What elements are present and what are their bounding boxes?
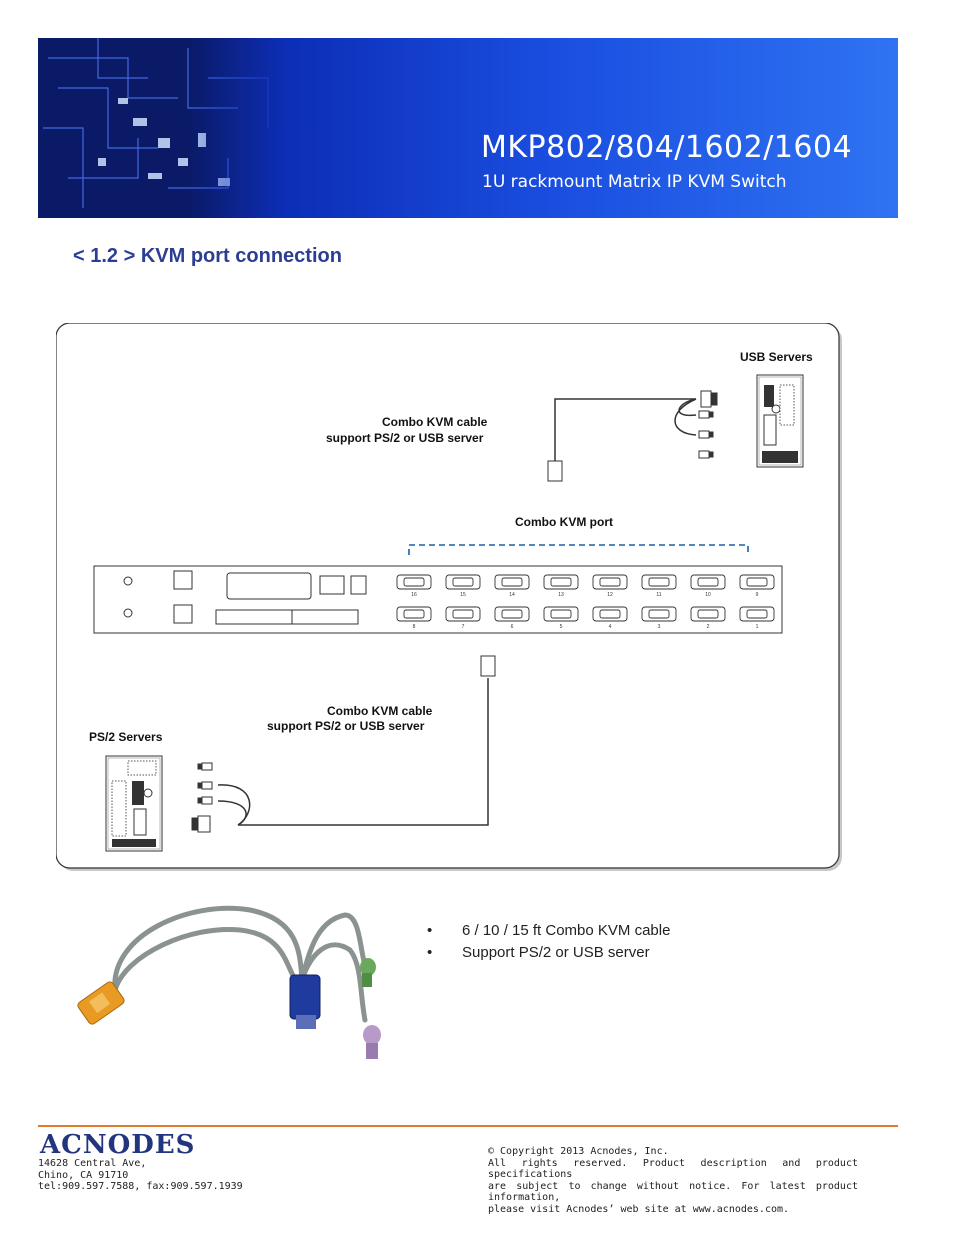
- combo-kvm-port-label: Combo KVM port: [515, 515, 613, 529]
- kvm-port-pins: [697, 577, 719, 587]
- kvm-switch-rear-panel: 16 15 14 13 12 11 10 9 8 7 6 5 4 3 2 1: [93, 565, 783, 634]
- product-title: MKP802/804/1602/1604: [481, 130, 853, 165]
- copyright-line: © Copyright 2013 Acnodes, Inc.: [488, 1146, 669, 1157]
- port-number-label: 12: [607, 592, 613, 598]
- ps2-servers-label: PS/2 Servers: [89, 730, 163, 744]
- kvm-port-pins: [648, 609, 670, 619]
- copyright-line: please visit Acnodes’ web site at www.ac…: [488, 1203, 790, 1215]
- header-banner: MKP802/804/1602/1604 1U rackmount Matrix…: [38, 38, 898, 218]
- feature-item: • 6 / 10 / 15 ft Combo KVM cable: [427, 920, 670, 942]
- port-number-label: 9: [756, 592, 759, 598]
- copyright-notice: © Copyright 2013 Acnodes, Inc. All right…: [488, 1146, 858, 1215]
- kvm-port-pins: [550, 609, 572, 619]
- kvm-port-pins: [403, 577, 425, 587]
- kvm-port-pins: [648, 577, 670, 587]
- kvm-port-pins: [697, 609, 719, 619]
- product-subtitle: 1U rackmount Matrix IP KVM Switch: [482, 172, 787, 192]
- port-number-label: 5: [560, 624, 563, 630]
- feature-text: Support PS/2 or USB server: [462, 944, 650, 961]
- port-number-label: 11: [656, 592, 661, 598]
- company-address: 14628 Central Ave, Chino, CA 91710 tel:9…: [38, 1158, 243, 1193]
- address-line: 14628 Central Ave,: [38, 1158, 147, 1169]
- kvm-port-pins: [599, 577, 621, 587]
- kvm-port-pins: [501, 577, 523, 587]
- top-cable-label-line1: Combo KVM cable: [382, 415, 488, 429]
- footer-divider: [38, 1125, 898, 1127]
- kvm-port-pins: [452, 609, 474, 619]
- kvm-port-pins: [403, 609, 425, 619]
- top-cable-label-line2: support PS/2 or USB server: [326, 431, 484, 445]
- port-number-label: 13: [558, 592, 564, 598]
- port-number-label: 10: [705, 592, 711, 598]
- kvm-port-pins: [550, 577, 572, 587]
- copyright-line: All rights reserved. Product description…: [488, 1157, 858, 1181]
- copyright-line: are subject to change without notice. Fo…: [488, 1180, 858, 1204]
- combo-kvm-cable-image: [77, 905, 381, 1059]
- address-line: Chino, CA 91710: [38, 1169, 129, 1181]
- usb-servers-label: USB Servers: [740, 350, 813, 364]
- port-number-label: 8: [413, 624, 416, 630]
- section-title: < 1.2 > KVM port connection: [73, 245, 342, 267]
- contact-line: tel:909.597.7588, fax:909.597.1939: [38, 1181, 243, 1192]
- bottom-cable-label-line1: Combo KVM cable: [327, 704, 433, 718]
- circuit-board-image: [38, 38, 288, 218]
- port-number-label: 4: [609, 624, 612, 630]
- kvm-port-pins: [599, 609, 621, 619]
- diagram-drawing: 16 15 14 13 12 11 10 9 8 7 6 5 4 3 2 1: [56, 323, 842, 871]
- feature-text: 6 / 10 / 15 ft Combo KVM cable: [462, 922, 671, 939]
- kvm-connection-diagram: 16 15 14 13 12 11 10 9 8 7 6 5 4 3 2 1 USB Servers: [56, 323, 844, 873]
- kvm-port-pins: [746, 577, 768, 587]
- bottom-cable-label-line2: support PS/2 or USB server: [267, 719, 425, 733]
- port-number-label: 14: [509, 592, 515, 598]
- feature-list: • 6 / 10 / 15 ft Combo KVM cable • Support…: [427, 920, 670, 964]
- kvm-port-pins: [746, 609, 768, 619]
- kvm-port-pins: [501, 609, 523, 619]
- port-number-label: 3: [658, 624, 661, 630]
- bullet-icon: •: [427, 922, 433, 939]
- bullet-icon: •: [427, 944, 433, 961]
- usb-server-icon: [756, 374, 804, 468]
- port-number-label: 15: [460, 592, 466, 598]
- port-number-label: 6: [511, 624, 514, 630]
- kvm-port-pins: [452, 577, 474, 587]
- port-number-label: 2: [707, 624, 710, 630]
- port-number-label: 7: [462, 624, 465, 630]
- port-number-label: 1: [756, 624, 759, 630]
- ps2-server-icon: [105, 755, 163, 852]
- port-number-label: 16: [411, 592, 417, 598]
- feature-item: • Support PS/2 or USB server: [427, 942, 670, 964]
- acnodes-logo: ACNODES: [40, 1130, 196, 1160]
